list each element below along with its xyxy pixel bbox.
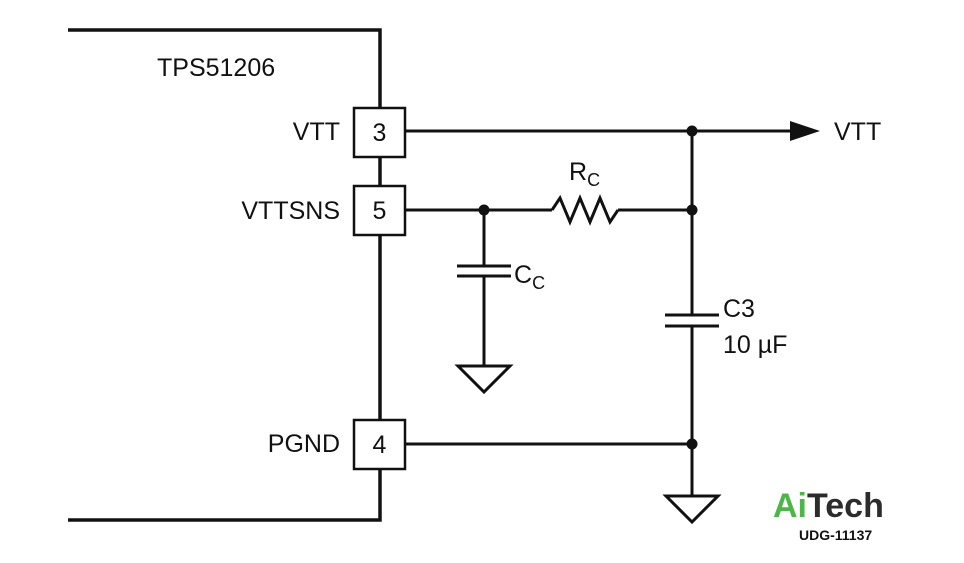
- junction-dot-rc: [686, 204, 698, 216]
- pin-label-pgnd: PGND: [268, 430, 340, 458]
- pin-box-4: [352, 418, 407, 471]
- aitech-logo: AiTech: [773, 487, 884, 525]
- pin-number-3: 3: [373, 119, 387, 147]
- junction-dot-vttsns: [478, 204, 490, 216]
- ic-body-outline: [68, 28, 382, 522]
- capacitor-cc-label: CC: [514, 261, 545, 293]
- resistor-rc-icon: [550, 194, 620, 226]
- junction-dot-vtt: [686, 125, 698, 137]
- capacitor-c3-value: 10 µF: [723, 331, 787, 359]
- ground-icon-cc: [454, 364, 514, 395]
- ground-icon-c3: [662, 494, 722, 525]
- output-label-vtt: VTT: [834, 118, 881, 146]
- junction-dot-pgnd: [686, 438, 698, 450]
- drawing-id: UDG-11137: [799, 527, 872, 543]
- chip-name: TPS51206: [157, 54, 275, 82]
- resistor-rc-label: RC: [569, 158, 600, 190]
- pin-number-5: 5: [373, 197, 387, 225]
- pin-number-4: 4: [373, 431, 387, 459]
- pin-box-5: [352, 184, 407, 237]
- pin-label-vttsns: VTTSNS: [241, 197, 340, 225]
- capacitor-c3-name: C3: [723, 295, 755, 323]
- pin-label-vtt: VTT: [293, 118, 340, 146]
- output-arrow-icon: [790, 121, 820, 141]
